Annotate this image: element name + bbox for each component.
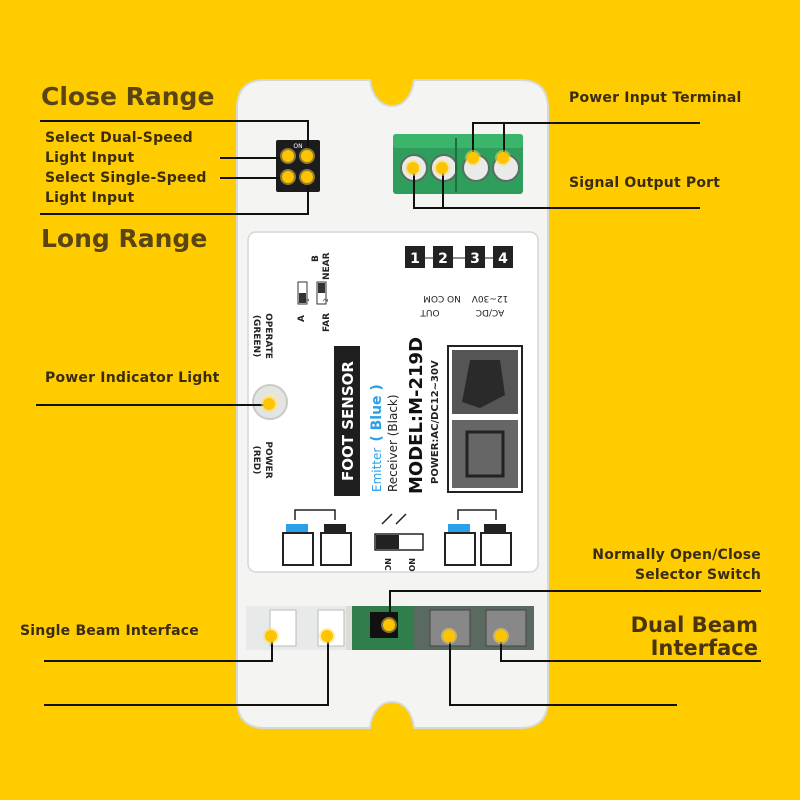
dip-near-text: NEAR — [322, 252, 332, 280]
dual-beam-label-line1: Dual Beam — [630, 613, 758, 637]
terminal-4-number: 4 — [498, 251, 508, 267]
operate-green-text: (GREEN) — [251, 315, 261, 357]
acdc-text: AC/DC — [476, 307, 505, 317]
dip-1-text: 1 — [304, 298, 311, 302]
power-indicator-label: Power Indicator Light — [45, 370, 220, 386]
nc-text: NC — [383, 558, 392, 571]
emitter-text: Emitter( Blue ) — [369, 384, 385, 492]
dip-dot-4 — [301, 171, 313, 183]
power-input-label: Power Input Terminal — [569, 90, 742, 106]
single-beam-dot-1 — [265, 630, 277, 642]
product-text: FOOT SENSOR — [339, 361, 357, 481]
switch-dot — [383, 619, 395, 631]
signal-terminal-dot-1 — [407, 162, 419, 174]
no-nc-switch-label-line1: Normally Open/Close — [592, 547, 761, 563]
operate-text: OPERATE — [263, 313, 273, 359]
power-red-sub: (RED) — [251, 446, 261, 475]
dip-dot-2 — [301, 150, 313, 162]
dip-a-text: A — [297, 315, 307, 322]
dip-dot-1 — [282, 150, 294, 162]
close-range-label: Close Range — [41, 82, 215, 111]
dual-speed-label-line1: Select Dual-Speed — [45, 130, 193, 146]
dip-on-text: ON — [293, 143, 302, 150]
signal-terminal-dot-2 — [436, 162, 448, 174]
long-range-label: Long Range — [41, 224, 208, 253]
single-beam-label: Single Beam Interface — [20, 623, 199, 639]
single-speed-label-line1: Select Single-Speed — [45, 170, 207, 186]
receiver-text: Receiver (Black) — [386, 394, 400, 492]
dual-beam-dot-1 — [443, 630, 455, 642]
voltage-text: 12~30V — [471, 293, 508, 303]
dip-b-text: B — [311, 255, 321, 262]
dip-2-text: 2 — [323, 298, 330, 302]
product-bar — [334, 346, 360, 496]
out-text: OUT — [420, 307, 440, 317]
no-nc-switch-label-line2: Selector Switch — [634, 567, 761, 583]
power-terminal-dot-3 — [467, 152, 479, 164]
dual-beam-label-line2: Interface — [650, 636, 758, 660]
dip-dot-3 — [282, 171, 294, 183]
signal-output-label: Signal Output Port — [569, 175, 721, 191]
terminal-block[interactable] — [393, 134, 523, 194]
indicator-dot — [263, 398, 275, 410]
dip-far-text: FAR — [322, 313, 332, 332]
dual-speed-label-line2: Light Input — [45, 150, 135, 166]
no-com-text: NO COM — [423, 293, 461, 303]
single-speed-label-line2: Light Input — [45, 190, 135, 206]
power-terminal-dot-4 — [497, 152, 509, 164]
emitter-connector-b — [444, 509, 512, 566]
dual-beam-dot-2 — [495, 630, 507, 642]
no-text: NO — [407, 558, 416, 572]
terminal-2-number: 2 — [438, 251, 448, 267]
terminal-1-number: 1 — [410, 251, 420, 267]
power-spec-text: POWER:AC/DC12~30V — [430, 360, 441, 484]
power-red-label: POWER — [263, 441, 273, 478]
terminal-3-number: 3 — [470, 251, 480, 267]
emitter-connector-a — [282, 509, 352, 566]
single-beam-dot-2 — [321, 630, 333, 642]
model-text: MODEL:M-219D — [406, 337, 427, 494]
